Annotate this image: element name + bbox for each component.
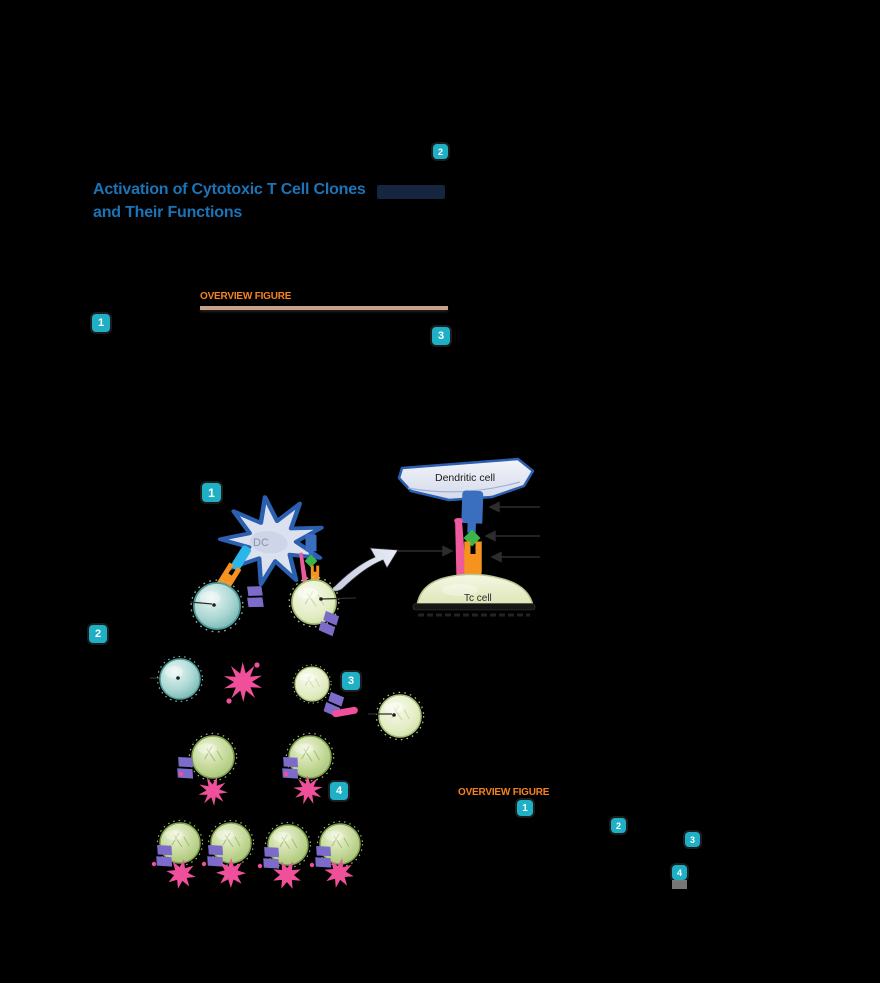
label-dot <box>319 597 323 601</box>
inline-marker-1: 1 <box>92 314 110 332</box>
label-line <box>189 601 213 605</box>
overview-figure-label: OVERVIEW FIGURE <box>200 291 292 302</box>
section-divider-rule <box>200 306 448 310</box>
figure-legend-label: OVERVIEW FIGURE <box>458 787 550 798</box>
synapse-zoom-panel: Dendritic cell Tc cell <box>397 457 540 617</box>
tc-cell-dome <box>416 573 534 607</box>
th-cell <box>190 579 244 633</box>
step-marker-3: 3 <box>342 672 360 690</box>
label-dot <box>212 603 216 607</box>
th-cell <box>156 655 204 703</box>
inline-marker-3: 3 <box>685 832 700 847</box>
step-marker-4: 4 <box>330 782 348 800</box>
dendritic-cell-label: Dendritic cell <box>435 472 495 484</box>
proliferating-ctls <box>172 732 335 806</box>
inline-marker-1: 1 <box>517 800 533 816</box>
tcr-icon <box>464 541 482 577</box>
tc-cell-activated <box>375 691 425 741</box>
mhc-class-ii-icon <box>231 545 251 571</box>
dendritic-cell-slab <box>397 457 535 502</box>
il2-icon <box>332 706 358 718</box>
dendritic-cell-dc: DC <box>217 495 324 587</box>
tc-cell <box>292 664 332 704</box>
dc-label: DC <box>253 537 269 549</box>
step-marker-2: 2 <box>89 625 107 643</box>
effector-ctl-row <box>151 819 364 889</box>
page-title-line2: and Their Functions <box>93 204 243 221</box>
callout-arrows <box>398 501 540 563</box>
page-title-line1: Activation of Cytotoxic T Cell Clones <box>93 181 366 198</box>
mhc2-tcr-pair <box>214 545 251 594</box>
il2-burst <box>223 662 263 704</box>
label-line <box>321 597 357 600</box>
costimulatory-receptor-icon <box>243 583 268 610</box>
tc-cell-label: Tc cell <box>464 593 492 604</box>
inline-marker-4: 4 <box>672 865 687 889</box>
title-highlight-bar <box>377 185 445 199</box>
baseline-bar <box>412 603 536 611</box>
mhc-class-i-icon <box>460 490 484 534</box>
step-marker-1: 1 <box>202 483 221 502</box>
inline-marker-2: 2 <box>611 818 626 833</box>
inline-marker-2: 2 <box>433 144 448 159</box>
curved-zoom-arrow <box>330 547 399 592</box>
inline-marker-3: 3 <box>432 327 450 345</box>
